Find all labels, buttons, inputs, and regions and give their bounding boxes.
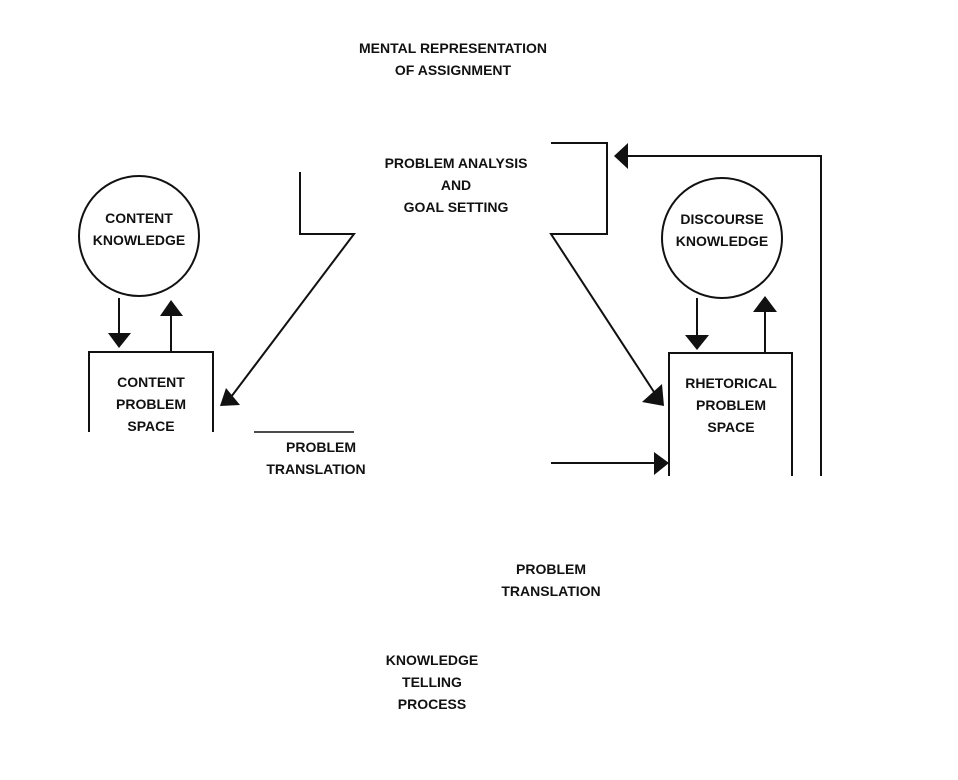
discourse-knowledge-label: DISCOURSE KNOWLEDGE — [662, 208, 782, 252]
rhetorical-problem-space-line-1: RHETORICAL — [685, 375, 777, 391]
knowledge-telling-line-2: TELLING — [402, 674, 462, 690]
discourse-knowledge-circle — [661, 177, 783, 299]
content-problem-space-line-1: CONTENT — [117, 374, 185, 390]
content-problem-space-line-3: SPACE — [127, 418, 175, 434]
rhetorical-problem-space-box — [668, 352, 793, 476]
knowledge-telling-label: KNOWLEDGE TELLING PROCESS — [372, 649, 492, 715]
knowledge-telling-line-3: PROCESS — [397, 696, 467, 712]
content-knowledge-circle — [78, 175, 200, 297]
arrow-head-down-right — [685, 335, 709, 350]
content-knowledge-line-1: CONTENT — [105, 210, 173, 226]
problem-analysis-label: PROBLEM ANALYSIS AND GOAL SETTING — [360, 152, 552, 218]
discourse-knowledge-line-1: DISCOURSE — [680, 211, 764, 227]
rhetorical-problem-space-line-2: PROBLEM — [696, 397, 766, 413]
problem-translation-left-label: PROBLEM TRANSLATION — [248, 436, 384, 480]
arrow-head-up-right — [753, 296, 777, 312]
analysis-left-connector — [227, 172, 357, 402]
problem-translation-right-line-1: PROBLEM — [516, 561, 586, 577]
content-problem-space-label: CONTENT PROBLEM SPACE — [92, 371, 210, 437]
rhetorical-problem-space-line-3: SPACE — [707, 419, 755, 435]
content-problem-space-line-2: PROBLEM — [116, 396, 186, 412]
mental-representation-label: MENTAL REPRESENTATION OF ASSIGNMENT — [330, 37, 576, 81]
problem-translation-left-line-2: TRANSLATION — [266, 461, 366, 477]
arrow-head-to-content-space — [220, 388, 240, 406]
arrow-head-feedback — [614, 143, 628, 169]
problem-analysis-line-2: AND — [440, 177, 472, 193]
knowledge-telling-line-1: KNOWLEDGE — [385, 652, 479, 668]
content-problem-space-box — [88, 351, 214, 432]
feedback-loop-line — [628, 155, 822, 476]
arrow-head-into-rhetorical-space — [654, 452, 669, 475]
rhetorical-problem-space-label: RHETORICAL PROBLEM SPACE — [674, 372, 788, 438]
problem-analysis-line-3: GOAL SETTING — [403, 199, 509, 215]
problem-translation-right-label: PROBLEM TRANSLATION — [483, 558, 619, 602]
mental-representation-line-2: OF ASSIGNMENT — [394, 62, 512, 78]
arrow-head-down-left — [108, 333, 131, 348]
discourse-knowledge-line-2: KNOWLEDGE — [675, 233, 769, 249]
content-knowledge-label: CONTENT KNOWLEDGE — [79, 207, 199, 251]
arrow-head-to-rhetorical-space — [642, 384, 664, 406]
content-knowledge-line-2: KNOWLEDGE — [92, 232, 186, 248]
problem-analysis-line-1: PROBLEM ANALYSIS — [384, 155, 528, 171]
problem-translation-left-line-1: PROBLEM — [286, 439, 356, 455]
arrow-head-up-left — [160, 300, 183, 316]
problem-translation-right-line-2: TRANSLATION — [501, 583, 601, 599]
mental-representation-line-1: MENTAL REPRESENTATION — [359, 40, 547, 56]
analysis-right-connector — [549, 142, 655, 393]
